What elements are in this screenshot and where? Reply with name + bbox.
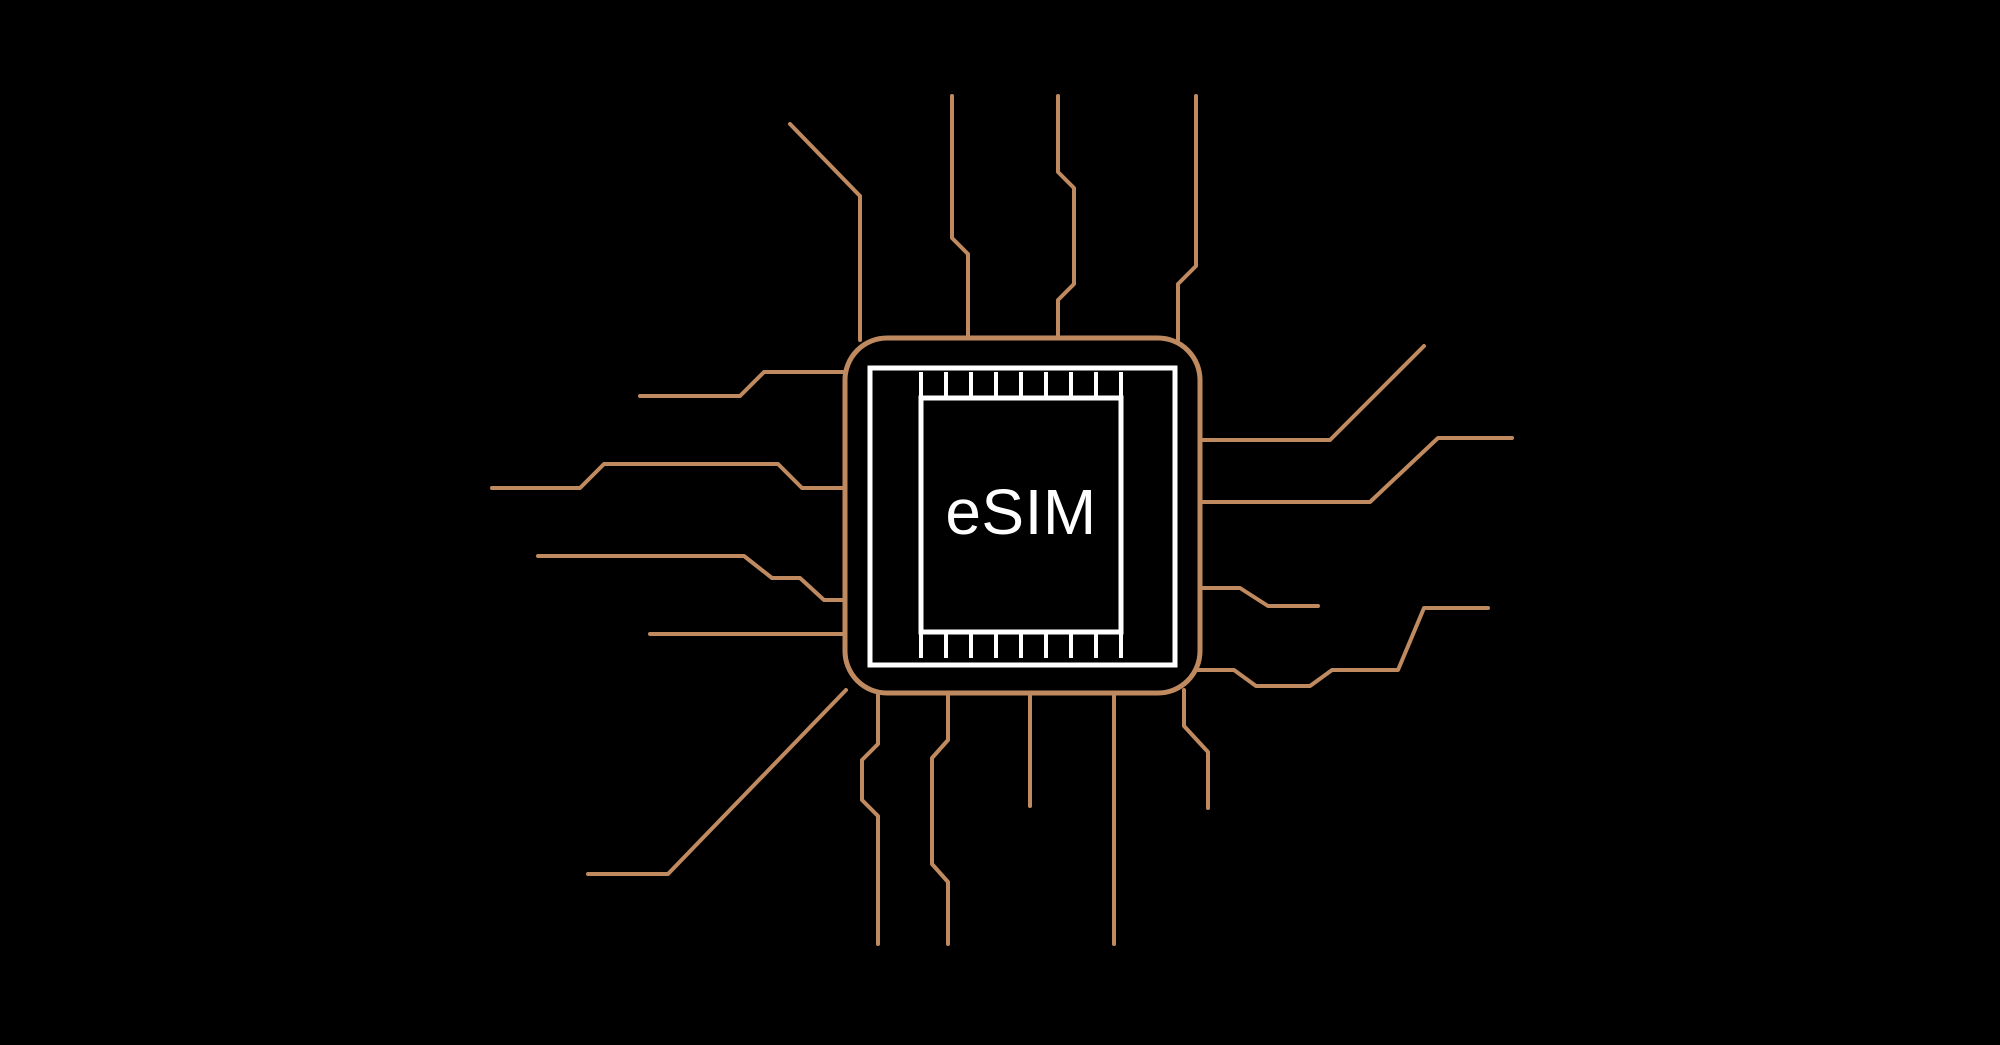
trace-right-4 xyxy=(1196,606,1490,688)
trace-top-3 xyxy=(1056,94,1076,342)
trace-top-1 xyxy=(788,122,862,342)
esim-label: eSIM xyxy=(945,476,1096,548)
chip-body xyxy=(842,335,1203,696)
trace-group-left xyxy=(490,370,850,636)
trace-bottom-5 xyxy=(1182,688,1210,810)
trace-top-4 xyxy=(1176,94,1198,342)
trace-right-1 xyxy=(1196,344,1426,442)
trace-right-3 xyxy=(1196,586,1320,608)
trace-left-3 xyxy=(536,554,850,602)
trace-group-bottom xyxy=(586,688,1210,946)
trace-bottom-2 xyxy=(930,688,950,946)
trace-right-2 xyxy=(1196,436,1514,504)
chip-inner-outline xyxy=(867,365,1178,668)
trace-group-top xyxy=(788,94,1198,342)
trace-group-right xyxy=(1196,344,1514,688)
trace-left-2 xyxy=(490,462,850,490)
trace-bottom-6-diagonal xyxy=(586,688,848,876)
trace-left-1 xyxy=(638,370,850,398)
contact-pins-bottom xyxy=(919,632,1123,658)
contact-pins-top xyxy=(919,372,1123,398)
trace-top-2 xyxy=(950,94,970,342)
trace-bottom-1 xyxy=(860,688,880,946)
